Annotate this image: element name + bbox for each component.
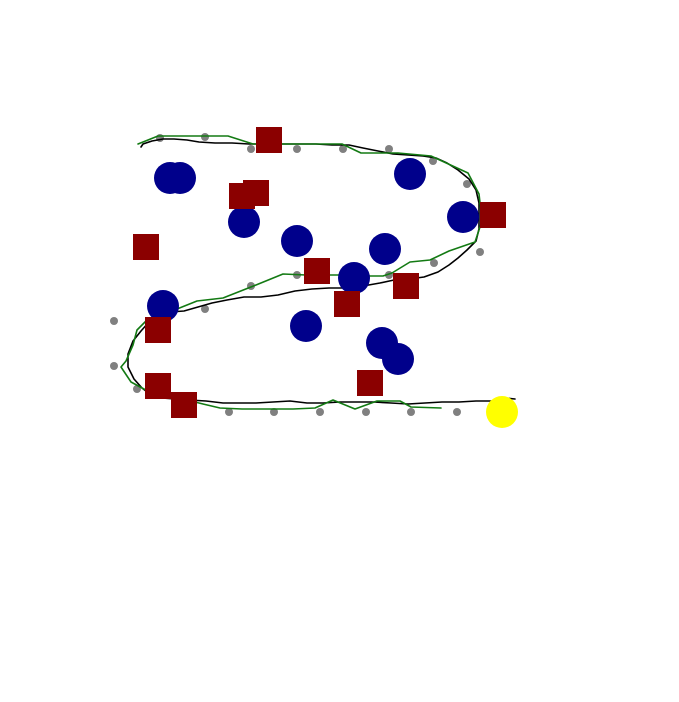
square-obstacle — [393, 273, 419, 299]
square-obstacle — [304, 258, 330, 284]
waypoint-dot — [385, 145, 393, 153]
path-layer — [120, 135, 516, 410]
circle-obstacle — [228, 206, 260, 238]
square-obstacle — [171, 392, 197, 418]
circle-obstacle — [382, 343, 414, 375]
square-obstacle — [480, 202, 506, 228]
waypoint-dot — [463, 180, 471, 188]
circle-obstacle — [290, 310, 322, 342]
circle-obstacle — [164, 162, 196, 194]
square-obstacle — [243, 180, 269, 206]
waypoint-dot — [339, 145, 347, 153]
square-obstacle — [256, 127, 282, 153]
waypoint-dot — [110, 362, 118, 370]
circle-obstacle — [281, 225, 313, 257]
goal-marker — [486, 396, 518, 428]
waypoint-dot — [110, 317, 118, 325]
waypoint-dot — [430, 259, 438, 267]
waypoint-dot — [201, 305, 209, 313]
planned-path-line — [120, 135, 483, 410]
circle-obstacle — [338, 262, 370, 294]
square-obstacle — [357, 370, 383, 396]
waypoint-dot — [407, 408, 415, 416]
waypoint-dot — [201, 133, 209, 141]
square-obstacle — [145, 317, 171, 343]
square-obstacle — [334, 291, 360, 317]
goal-layer — [486, 396, 518, 428]
obstacle-layer — [133, 127, 506, 418]
waypoint-dot — [476, 248, 484, 256]
waypoint-dot — [247, 145, 255, 153]
circle-obstacle — [447, 201, 479, 233]
waypoint-dot — [429, 157, 437, 165]
waypoint-dot — [225, 408, 233, 416]
square-obstacle — [133, 234, 159, 260]
waypoint-dot — [453, 408, 461, 416]
waypoint-dot — [293, 145, 301, 153]
circle-obstacle — [369, 233, 401, 265]
waypoint-dot — [270, 408, 278, 416]
waypoint-dot — [362, 408, 370, 416]
circle-obstacle — [394, 158, 426, 190]
circle-obstacle — [147, 290, 179, 322]
square-obstacle — [145, 373, 171, 399]
waypoint-dot — [316, 408, 324, 416]
